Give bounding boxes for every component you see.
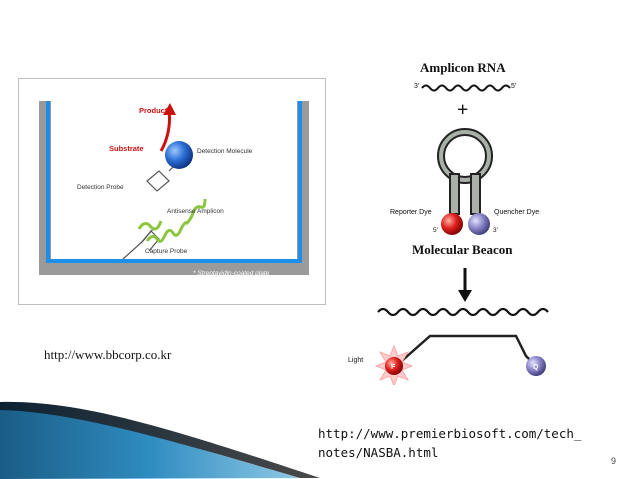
- left-source-url: http://www.bbcorp.co.kr: [44, 347, 172, 362]
- reporter-dye-label: Reporter Dye: [390, 209, 432, 216]
- beacon-stem-right: [470, 173, 481, 215]
- plate-note-label: * Streptavidin-coated plate: [193, 270, 270, 277]
- detection-molecule-label: Detection Molecule: [197, 148, 253, 155]
- f-label: F: [391, 364, 396, 371]
- right-source-url: http://www.premierbiosoft.com/tech_ note…: [318, 426, 582, 460]
- q-label: Q: [533, 364, 539, 371]
- amplicon-5prime-label: 5': [511, 83, 516, 90]
- antisense-amplicon-label: Antisense Amplicon: [167, 208, 224, 215]
- beacon-stem-left: [449, 173, 460, 215]
- reporter-dye-sphere: [441, 213, 463, 235]
- reporter-dye-released: [385, 357, 403, 375]
- capture-probe: [122, 228, 160, 260]
- light-label: Light: [348, 357, 363, 364]
- capture-probe-label: Capture Probe: [145, 248, 188, 255]
- quencher-dye-label: Quencher Dye: [494, 209, 539, 216]
- plus-sign: +: [457, 99, 468, 121]
- opened-beacon-backbone: [395, 334, 537, 367]
- quencher-dye-released: [526, 356, 546, 376]
- plate-coating: [46, 101, 302, 263]
- quencher-dye-sphere: [468, 213, 490, 235]
- beacon-5prime-label: 5': [433, 227, 438, 234]
- beacon-3prime-label: 3': [493, 227, 498, 234]
- substrate-label: Substrate: [109, 144, 144, 153]
- amplicon-rna-label: Amplicon RNA: [420, 60, 506, 75]
- reaction-arrowhead: [163, 103, 176, 115]
- molecular-beacon-label: Molecular Beacon: [412, 242, 513, 257]
- product-label: Product: [139, 106, 168, 115]
- hybridized-rna-strand: [377, 307, 549, 317]
- molecular-beacon-figure: Amplicon RNA 3' 5' + Reporter Dye Quench…: [330, 50, 620, 385]
- reaction-down-arrowhead: [458, 290, 472, 302]
- amplicon-rna-strand: [421, 84, 511, 92]
- antisense-amplicon: [145, 198, 207, 243]
- page-number: 9: [611, 456, 617, 466]
- detection-probe-label: Detection Probe: [77, 184, 124, 191]
- amplicon-3prime-label: 3': [414, 83, 419, 90]
- decorative-swoosh: [0, 401, 320, 479]
- elisa-plate-figure: * Streptavidin-coated plate Prod: [18, 78, 326, 305]
- detection-molecule-sphere: [165, 141, 193, 169]
- reaction-arrow: [159, 110, 171, 152]
